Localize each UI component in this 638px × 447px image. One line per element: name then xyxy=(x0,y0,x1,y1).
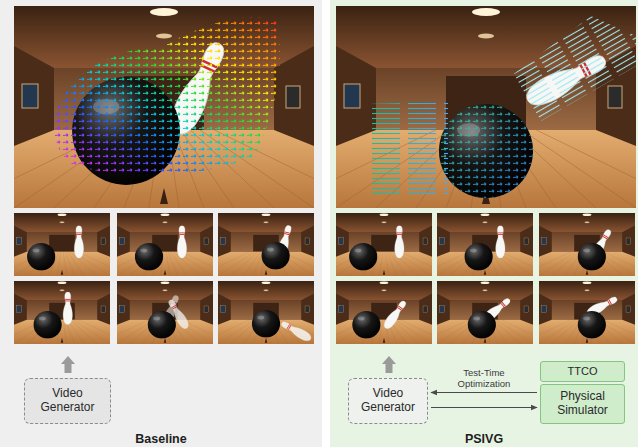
process-box: Video Generator xyxy=(24,378,111,424)
baseline-frame xyxy=(199,281,333,344)
box-label: Physical Simulator xyxy=(547,390,618,418)
psivg-frame xyxy=(317,213,451,276)
psivg-frame xyxy=(317,281,451,344)
baseline-frame xyxy=(98,281,232,344)
panel-title: Baseline xyxy=(135,432,186,446)
process-box: Video Generator xyxy=(348,378,428,424)
edge-label-holder: Test-Time Optimization xyxy=(436,368,532,390)
baseline-frame xyxy=(98,213,232,276)
panel-title-holder: PSIVG xyxy=(330,429,638,447)
edge-label: Test-Time Optimization xyxy=(436,368,532,390)
psivg-frame xyxy=(418,281,552,344)
box-label: Video Generator xyxy=(355,387,421,415)
psivg-frame xyxy=(418,213,552,276)
arrow-connector xyxy=(431,392,537,393)
arrow-connector xyxy=(431,407,537,408)
panel-title-holder: Baseline xyxy=(0,429,322,447)
baseline-frame xyxy=(199,213,333,276)
baseline-frame xyxy=(0,281,129,344)
box-label: Video Generator xyxy=(31,387,104,415)
baseline-frame xyxy=(0,213,129,276)
panel-title: PSIVG xyxy=(465,432,503,446)
process-box: TTCO xyxy=(540,361,625,382)
process-box: Physical Simulator xyxy=(540,384,625,424)
box-label: TTCO xyxy=(568,365,598,378)
